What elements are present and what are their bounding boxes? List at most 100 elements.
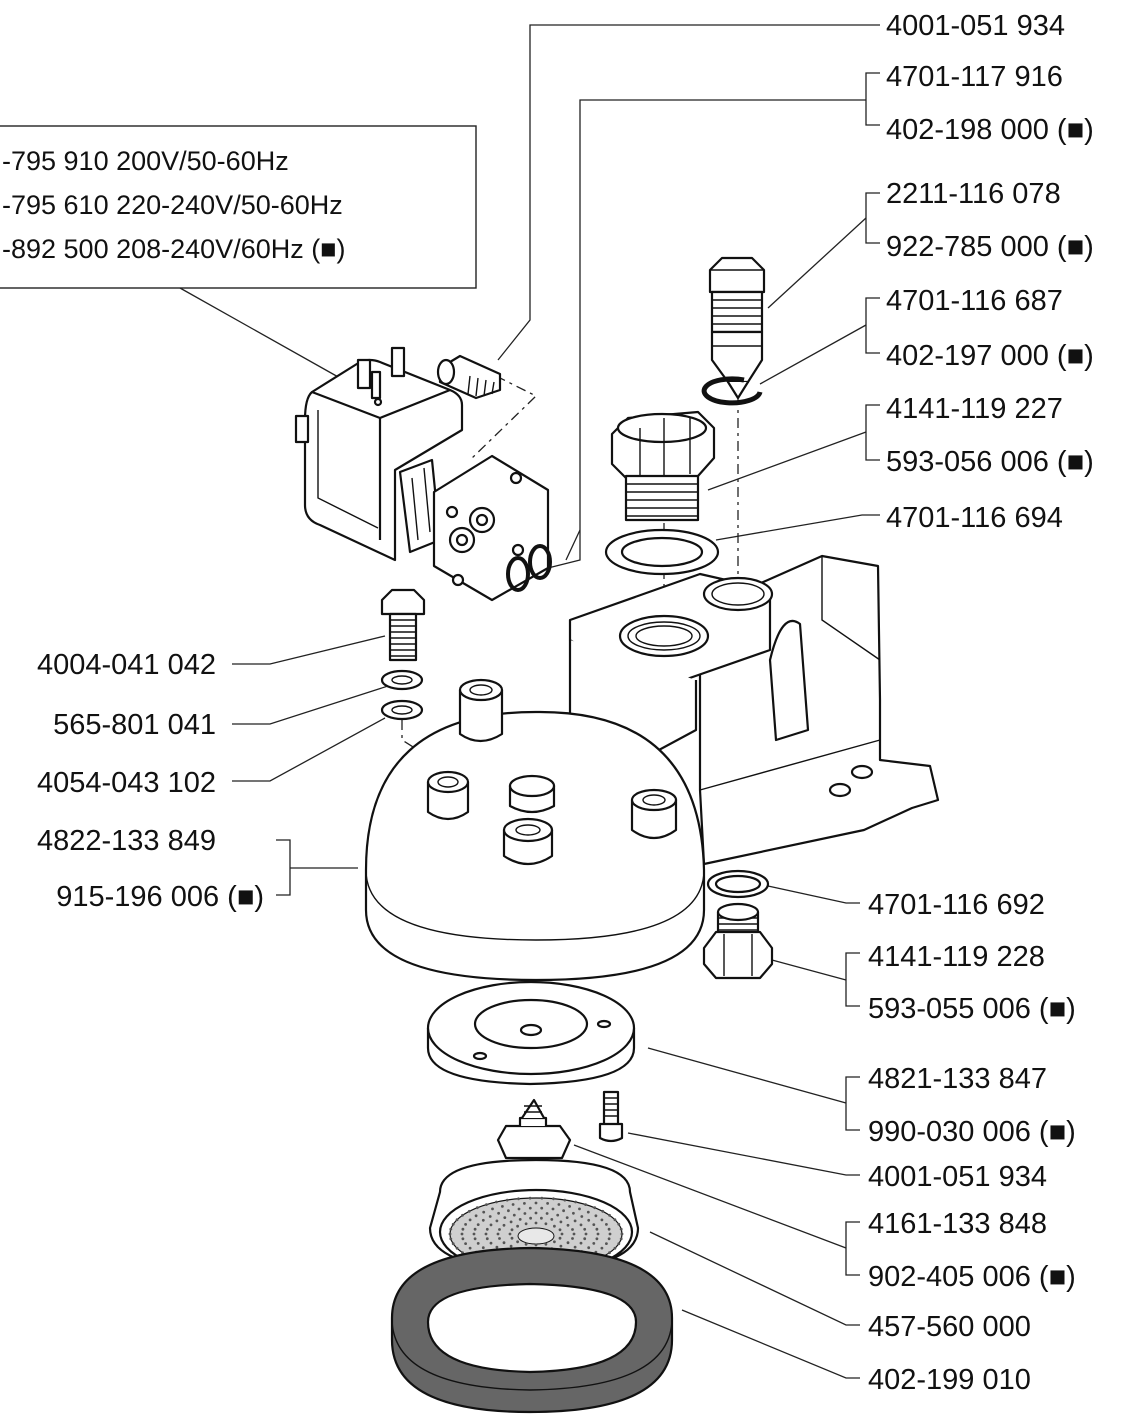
part-labels: 4001-051 934 4701-117 916 402-198 000 (■… (37, 10, 1094, 1396)
perforation-dot (572, 1211, 575, 1215)
perforation-dot (556, 1213, 560, 1217)
retaining-clip (701, 376, 763, 406)
gasket-ring-large (604, 528, 720, 576)
solenoid-valve (294, 346, 550, 602)
perforation-dot (573, 1219, 577, 1223)
perforation-dot (620, 1232, 624, 1236)
label-seal: 402-199 010 (868, 1364, 1031, 1396)
perforation-dot (455, 1218, 459, 1222)
hex-plug-large (610, 410, 716, 522)
perforation-dot (523, 1212, 527, 1215)
perforation-dot (574, 1200, 577, 1204)
label-flat-washer: 4054-043 102 (37, 767, 216, 799)
perforation-dot (476, 1223, 480, 1226)
perforation-dot (475, 1206, 479, 1210)
perforation-dot (455, 1246, 459, 1250)
perforation-dot (593, 1206, 597, 1210)
perforation-dot (558, 1236, 562, 1240)
label-plug-small-1: 4141-119 228 (868, 941, 1045, 973)
perforation-dot (495, 1219, 499, 1223)
perforation-dot (559, 1220, 563, 1224)
perforation-dot (464, 1223, 467, 1226)
label-nut-1: 4161-133 848 (868, 1208, 1047, 1240)
perforation-dot (467, 1209, 471, 1213)
perforation-dot (484, 1232, 488, 1236)
perforation-dot (546, 1202, 549, 1205)
distribution-plate (426, 980, 636, 1086)
perforation-dot (451, 1222, 455, 1226)
o-ring-pair (506, 544, 552, 592)
perforation-dot (460, 1232, 464, 1236)
perforation-dot (524, 1242, 528, 1246)
perforation-dot (584, 1232, 588, 1236)
perforation-dot (524, 1222, 528, 1226)
perforation-dot (573, 1245, 577, 1249)
lock-washer (380, 669, 424, 691)
perforation-dot (489, 1241, 493, 1245)
perforation-dot (583, 1237, 587, 1241)
label-plug-1: 4141-119 227 (886, 393, 1063, 425)
perforation-dot (461, 1213, 464, 1217)
socket-screw-top (436, 354, 502, 400)
perforation-dot (472, 1232, 476, 1236)
solenoid-variant-box: -795 910 200V/50-60Hz -795 610 220-240V/… (0, 125, 477, 289)
label-plug-2: 593-056 006 (■) (886, 446, 1094, 478)
label-group-1: 4822-133 849 (37, 825, 216, 857)
perforation-dot (461, 1237, 465, 1241)
perforation-dot (485, 1237, 489, 1241)
perforation-dot (485, 1227, 489, 1231)
perforation-dot (562, 1209, 565, 1213)
solenoid-variant-2: -795 610 220-240V/50-60Hz (2, 190, 343, 220)
perforation-dot (473, 1227, 477, 1231)
perforation-dot (496, 1232, 500, 1236)
label-gasket-small: 4701-116 692 (868, 889, 1045, 921)
perforation-dot (596, 1232, 600, 1236)
perforation-dot (528, 1206, 532, 1210)
label-oring-a-2: 402-198 000 (■) (886, 114, 1094, 146)
perforation-dot (517, 1207, 521, 1211)
perforation-dot (485, 1203, 488, 1206)
perforation-dot (498, 1237, 501, 1240)
perforation-dot (566, 1223, 570, 1227)
label-plug-small-2: 593-055 006 (■) (868, 993, 1076, 1025)
perforation-dot (517, 1197, 520, 1201)
label-group-2: 915-196 006 (■) (56, 881, 264, 913)
perforation-dot (528, 1196, 532, 1200)
perforation-dot (502, 1223, 506, 1227)
label-valve-2: 922-785 000 (■) (886, 231, 1094, 263)
perforation-dot (613, 1246, 617, 1250)
perforation-dot (600, 1246, 604, 1250)
perforation-dot (586, 1210, 590, 1214)
perforation-dot (553, 1224, 556, 1228)
perforation-dot (540, 1216, 543, 1220)
perforation-dot (516, 1240, 519, 1244)
perforation-dot (558, 1228, 562, 1232)
label-shower: 457-560 000 (868, 1311, 1031, 1343)
perforation-dot (563, 1198, 567, 1202)
perforation-dot (495, 1245, 499, 1249)
perforation-dot (488, 1215, 492, 1218)
perforation-dot (608, 1213, 611, 1217)
perforation-dot (587, 1218, 591, 1222)
perforation-dot (497, 1211, 500, 1215)
flat-washer (380, 699, 424, 721)
perforation-dot (560, 1232, 564, 1236)
perforation-dot (580, 1215, 584, 1218)
label-nut-2: 902-405 006 (■) (868, 1261, 1076, 1293)
perforation-dot (505, 1198, 509, 1202)
perforation-dot (464, 1242, 467, 1245)
valve-plug (708, 256, 766, 400)
perforation-dot (468, 1246, 472, 1250)
perforation-dot (473, 1237, 477, 1241)
perforation-dot (512, 1213, 516, 1217)
perforation-dot (476, 1242, 480, 1245)
label-plate-1: 4821-133 847 (868, 1063, 1047, 1095)
perforation-dot (511, 1203, 515, 1206)
label-plate-2: 990-030 006 (■) (868, 1116, 1076, 1148)
perforation-dot (571, 1228, 574, 1231)
perforation-dot (579, 1223, 583, 1227)
perforation-dot (529, 1216, 532, 1220)
perforation-dot (491, 1207, 494, 1211)
